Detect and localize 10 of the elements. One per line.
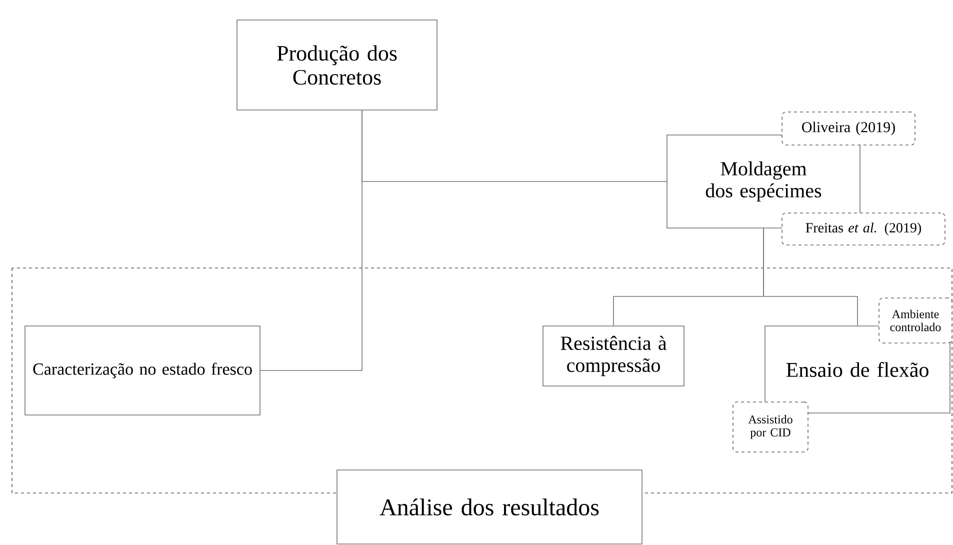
process-box: Caracterização no estado fresco — [24, 326, 260, 416]
reference-tag: Freitas et al. (2019) — [782, 212, 946, 246]
process-box: Produção dos Concretos — [236, 20, 438, 110]
reference-tag: Assistido por CID — [732, 402, 808, 452]
process-box: Análise dos resultados — [336, 470, 642, 544]
process-box: Resistência à compressão — [542, 326, 684, 386]
reference-tag: Ambiente controlado — [878, 298, 952, 344]
connector-line — [362, 110, 667, 182]
connector-line — [763, 228, 858, 326]
reference-tag: Oliveira (2019) — [782, 112, 916, 146]
